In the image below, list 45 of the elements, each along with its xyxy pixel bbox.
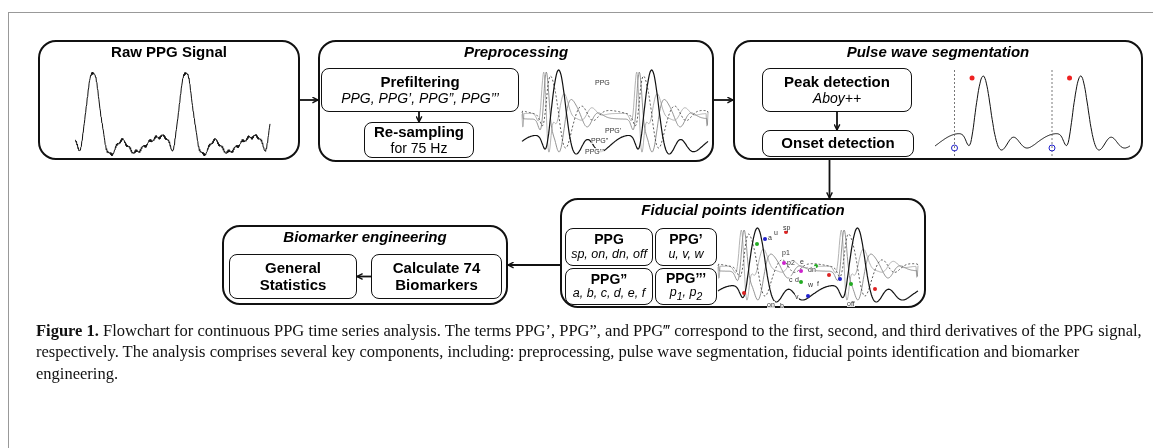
step-title: Prefiltering — [379, 74, 461, 91]
step-title: Calculate 74 Biomarkers — [391, 260, 482, 293]
process-box — [364, 122, 474, 158]
group-box — [38, 40, 300, 160]
step-title: Re-sampling — [373, 124, 465, 141]
arrow — [356, 273, 372, 280]
process-box — [762, 130, 914, 157]
arrow — [507, 261, 561, 269]
process-box — [321, 68, 519, 112]
process-box — [655, 268, 717, 305]
arrow — [833, 111, 841, 131]
group-title: Preprocessing — [462, 44, 570, 61]
arrow — [826, 159, 833, 199]
figure-caption: Figure 1. Flowchart for continuous PPG time series analysis. The terms PPG’, PPG”, and PPG‴ correspond to the first, second, and third derivatives of the PPG signal, respectively. The analysis comprises several key components, including: preprocessing, pulse wave segmentation, fiducial points identification and biomarker engineering. — [36, 320, 1143, 385]
step-detail: for 75 Hz — [390, 140, 448, 156]
process-box — [655, 228, 717, 266]
step-title: PPG” — [589, 271, 629, 288]
group-box — [318, 40, 714, 162]
process-box — [762, 68, 912, 112]
group-title: Biomarker engineering — [282, 229, 448, 246]
step-title: Onset detection — [780, 135, 896, 152]
step-title: PPG’’’ — [664, 270, 708, 287]
step-title: PPG — [593, 232, 625, 248]
step-detail: PPG, PPG’, PPG”, PPG’’’ — [340, 90, 500, 106]
step-detail: a, b, c, d, e, f — [571, 287, 648, 302]
step-title: General Statistics — [258, 260, 328, 293]
step-detail: p$_{1}$, p$_{2}$ — [668, 286, 704, 303]
group-box — [733, 40, 1143, 160]
group-title: Fiducial points identification — [640, 202, 846, 219]
group-box — [560, 198, 926, 308]
arrow — [299, 96, 319, 104]
group-title: Pulse wave segmentation — [845, 44, 1031, 61]
process-box — [229, 254, 357, 299]
arrow — [713, 96, 734, 104]
process-box — [371, 254, 502, 299]
process-box — [565, 228, 653, 266]
step-detail: sp, on, dn, off — [570, 247, 649, 262]
group-box — [222, 225, 508, 305]
arrow — [415, 111, 423, 123]
step-title: PPG’ — [668, 232, 704, 248]
group-title: Raw PPG Signal — [110, 44, 228, 61]
process-box — [565, 268, 653, 305]
step-detail: Aboy++ — [811, 90, 863, 106]
step-detail: u, v, w — [667, 247, 705, 262]
step-title: Peak detection — [783, 74, 891, 91]
